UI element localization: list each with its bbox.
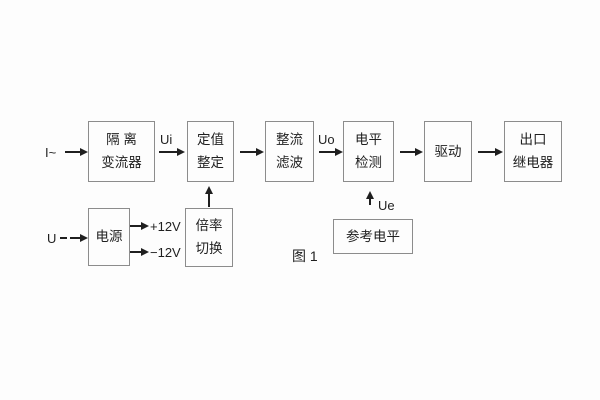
box-label: 变流器 [101,155,142,170]
box-power-supply: 电源 [88,208,130,266]
box-label: 电平 [355,132,382,147]
label-uo: Uo [318,132,335,147]
box-label: 滤波 [276,155,303,170]
box-label: 电源 [95,229,123,244]
box-ratio-switch: 倍率 切换 [185,208,233,267]
arrow-ue [366,191,373,205]
label-input-current: I~ [45,145,57,160]
label-input-voltage: U [47,231,57,246]
box-level-detect: 电平 检测 [343,121,394,182]
box-output-relay: 出口 继电器 [504,121,562,182]
arrow-input-current [65,148,88,155]
arrow-ui [159,148,185,155]
box-label: 隔 离 [106,132,137,147]
arrow-ratio-to-setting [205,186,212,207]
arrow-plus-12v [130,222,149,229]
box-setting-adjust: 定值 整定 [187,121,234,182]
box-label: 参考电平 [346,228,400,244]
box-reference-level: 参考电平 [333,219,413,254]
box-label: 继电器 [512,155,554,170]
arrow-drive-to-relay [478,148,503,155]
arrow-input-voltage [70,234,88,241]
label-ui: Ui [160,132,173,147]
box-label: 出口 [519,132,547,147]
arrow-detect-to-drive [400,148,423,155]
box-rectify-filter: 整流 滤波 [265,121,314,182]
box-label: 倍率 [195,218,223,233]
dash-input-voltage [60,237,67,239]
box-label: 切换 [195,241,223,256]
box-drive: 驱动 [424,121,472,182]
label-minus-12v: −12V [150,245,181,260]
arrow-setting-to-filter [240,148,264,155]
label-plus-12v: +12V [150,219,181,234]
arrow-uo [319,148,343,155]
box-isolation-transformer: 隔 离 变流器 [88,121,155,182]
box-label: 整定 [197,155,224,170]
box-label: 检测 [355,155,382,170]
figure-caption: 图 1 [292,248,318,264]
box-label: 定值 [197,132,224,147]
box-label: 驱动 [434,143,462,159]
box-label: 整流 [276,132,303,147]
arrow-minus-12v [130,248,149,255]
label-ue: Ue [378,198,395,213]
